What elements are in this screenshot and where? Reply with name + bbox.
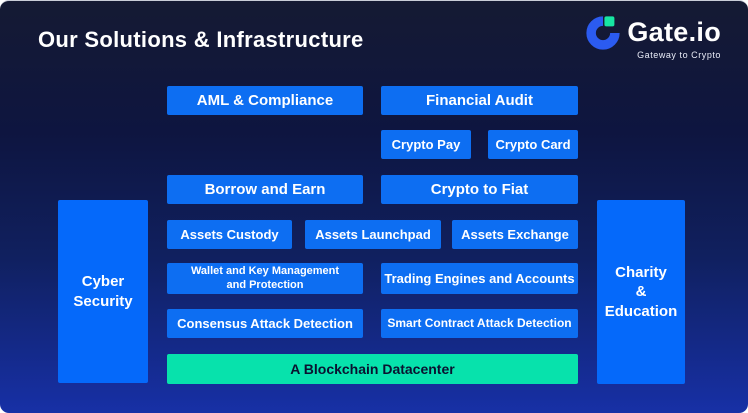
gateio-logo-icon bbox=[586, 16, 620, 50]
pillar-charity-education: Charity & Education bbox=[597, 200, 685, 384]
box-wallet-line-2: and Protection bbox=[226, 278, 304, 291]
logo-green-square bbox=[604, 16, 615, 27]
box-assets-custody: Assets Custody bbox=[167, 220, 292, 249]
page-title: Our Solutions & Infrastructure bbox=[38, 27, 364, 52]
box-crypto-to-fiat: Crypto to Fiat bbox=[381, 175, 578, 204]
gateio-logo: Gate.io Gateway to Crypto bbox=[584, 14, 721, 60]
logo-tagline: Gateway to Crypto bbox=[637, 50, 721, 60]
logo-text: Gate.io Gateway to Crypto bbox=[627, 14, 721, 60]
logo-wordmark: Gate.io bbox=[627, 17, 721, 47]
box-assets-exchange: Assets Exchange bbox=[452, 220, 578, 249]
pillar-cyber-line-2: Security bbox=[73, 292, 133, 310]
logo-ring-shape bbox=[586, 16, 620, 50]
box-borrow-and-earn: Borrow and Earn bbox=[167, 175, 363, 204]
box-wallet-line-1: Wallet and Key Management bbox=[190, 264, 340, 277]
pillar-charity-line-3: Education bbox=[604, 302, 678, 320]
box-assets-launchpad: Assets Launchpad bbox=[305, 220, 441, 249]
box-crypto-pay: Crypto Pay bbox=[381, 130, 471, 159]
box-smart-contract-attack-detection: Smart Contract Attack Detection bbox=[381, 309, 578, 338]
box-aml-compliance: AML & Compliance bbox=[167, 86, 363, 115]
box-trading-engines: Trading Engines and Accounts bbox=[381, 263, 578, 294]
pillar-charity-line-1: Charity bbox=[615, 263, 667, 281]
box-consensus-attack-detection: Consensus Attack Detection bbox=[167, 309, 363, 338]
pillar-cyber-line-1: Cyber bbox=[81, 273, 125, 290]
box-wallet-key-management: Wallet and Key Management and Protection bbox=[167, 263, 363, 294]
pillar-cyber-security: Cyber Security bbox=[58, 200, 148, 383]
box-crypto-card: Crypto Card bbox=[488, 130, 578, 159]
box-financial-audit: Financial Audit bbox=[381, 86, 578, 115]
box-blockchain-datacenter: A Blockchain Datacenter bbox=[167, 354, 578, 384]
pillar-charity-line-2: & bbox=[635, 283, 647, 301]
